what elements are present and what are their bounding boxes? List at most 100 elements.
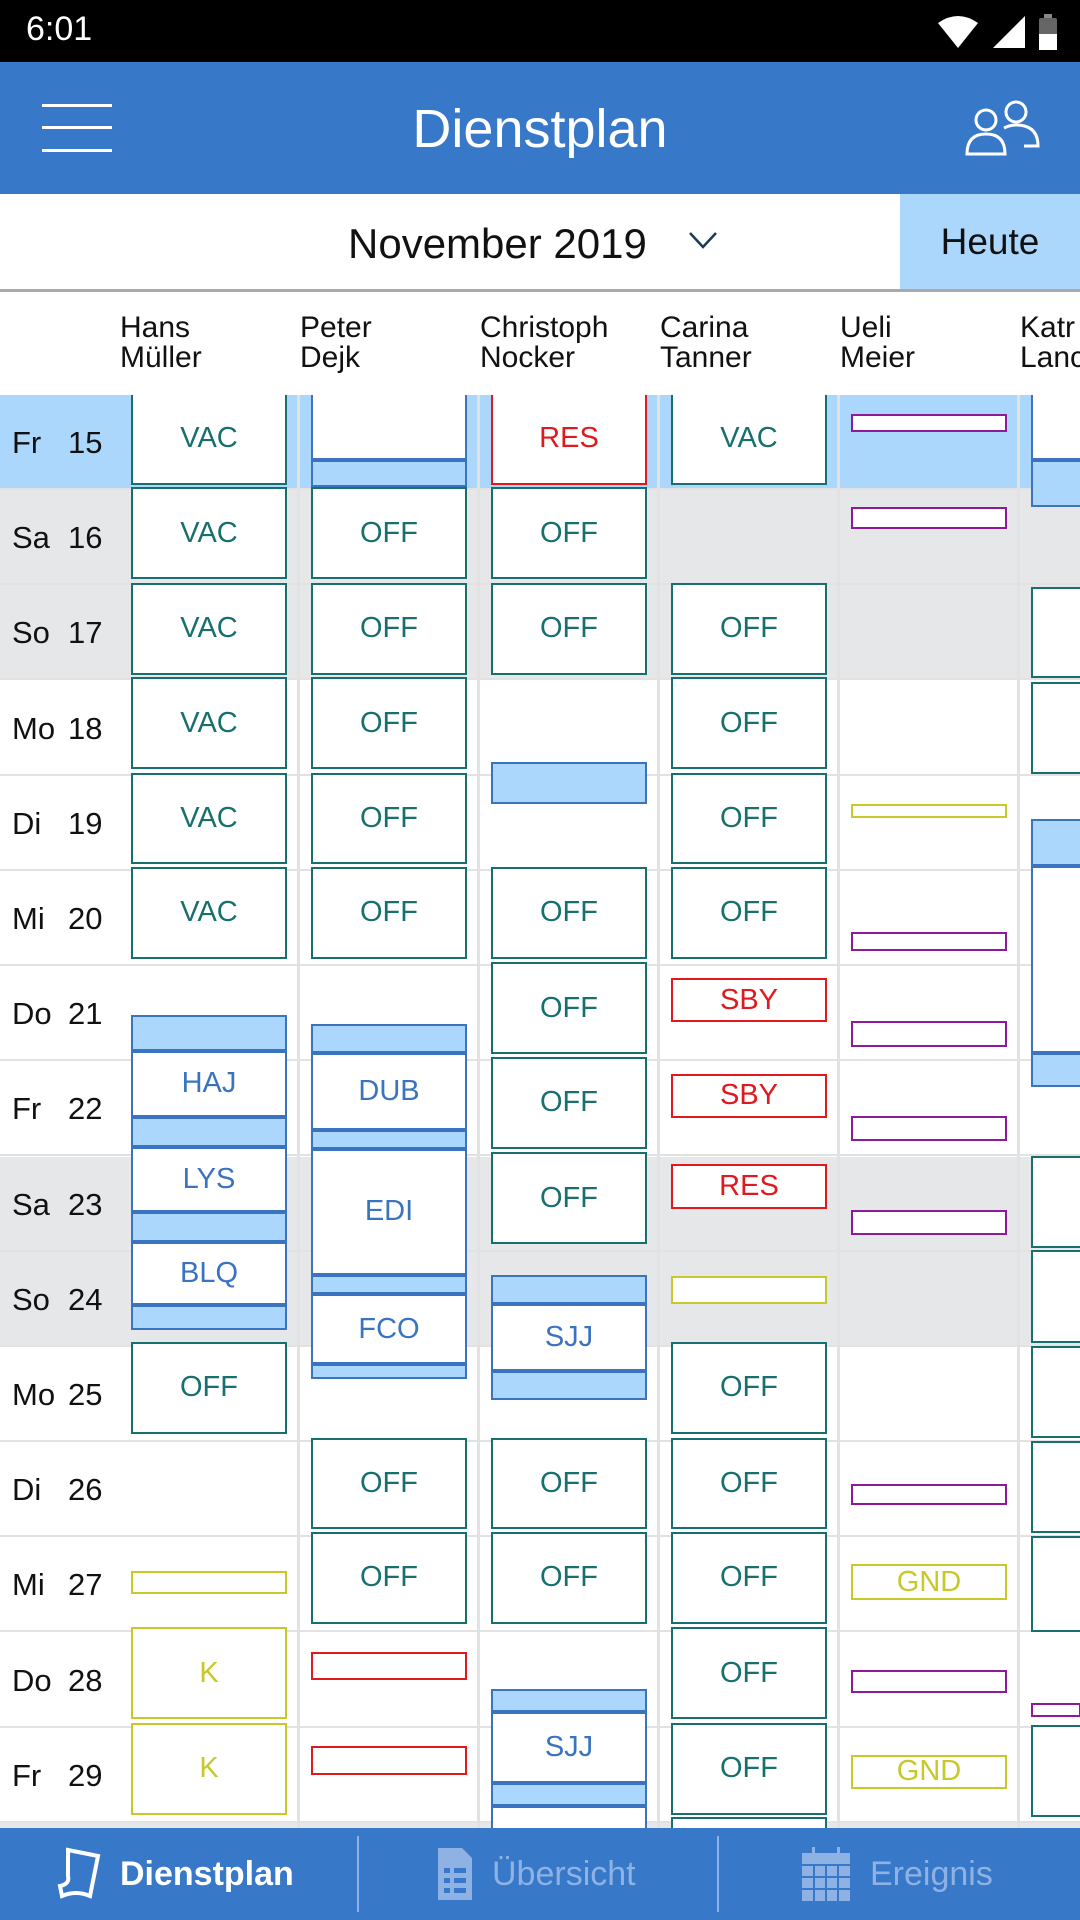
shift-sby[interactable]: SBY [671,1073,827,1118]
shift-vac[interactable]: VAC [131,677,287,769]
shift-marker[interactable] [311,1746,467,1776]
transit-bar[interactable] [131,1212,287,1242]
shift-off[interactable]: OFF [491,1531,647,1624]
transit-bar[interactable] [131,1015,287,1051]
shift-off[interactable]: OFF [671,1437,827,1530]
shift-marker[interactable] [1031,1535,1080,1633]
tab-uebersicht[interactable]: Übersicht [434,1828,636,1920]
shift-off[interactable]: OFF [311,677,467,769]
shift-off[interactable]: OFF [671,582,827,675]
shift-off[interactable]: OFF [491,582,647,675]
shift-off[interactable]: OFF [311,582,467,675]
shift-vac[interactable]: VAC [131,866,287,959]
transit-bar[interactable] [311,1130,467,1149]
shift-marker[interactable] [851,1670,1007,1694]
shift-marker[interactable] [851,1484,1007,1505]
shift-k[interactable]: K [131,1627,287,1720]
shift-marker[interactable] [1031,1725,1080,1818]
shift-off[interactable]: OFF [491,1056,647,1149]
shift-marker[interactable] [851,1115,1007,1142]
shift-off[interactable]: OFF [671,1722,827,1815]
transit-bar[interactable] [1031,819,1080,866]
shift-marker[interactable] [1031,395,1080,461]
shift-sby[interactable]: SBY [671,978,827,1023]
shift-marker[interactable] [1031,1703,1080,1717]
shift-off[interactable]: OFF [491,962,647,1055]
shift-off[interactable]: OFF [491,1437,647,1530]
shift-res[interactable]: RES [491,395,647,485]
shift-fco[interactable]: FCO [311,1294,467,1365]
shift-off[interactable]: OFF [311,772,467,865]
shift-marker[interactable] [1031,1155,1080,1248]
transit-bar[interactable] [131,1305,287,1330]
shift-off[interactable]: OFF [671,677,827,769]
shift-marker[interactable] [1031,1250,1080,1344]
tab-ereignis[interactable]: Ereignis [800,1828,993,1920]
shift-off[interactable]: OFF [311,487,467,580]
transit-bar[interactable] [311,1364,467,1379]
shift-gnd[interactable]: GND [851,1754,1007,1789]
shift-off[interactable]: OFF [671,1627,827,1720]
shift-vac[interactable]: VAC [131,395,287,485]
shift-off[interactable]: OFF [131,1342,287,1434]
shift-dub[interactable]: DUB [311,1053,467,1131]
transit-bar[interactable] [131,1116,287,1148]
shift-marker[interactable] [1031,865,1080,1054]
shift-gnd[interactable]: GND [851,1563,1007,1601]
shift-marker[interactable] [491,1806,647,1828]
transit-bar[interactable] [491,1274,647,1305]
transit-bar[interactable] [1031,460,1080,507]
today-button[interactable]: Heute [900,194,1080,289]
shift-blq[interactable]: BLQ [131,1241,287,1306]
shift-marker[interactable] [1031,682,1080,774]
shift-marker[interactable] [851,506,1007,529]
shift-vac[interactable]: VAC [671,395,827,485]
shift-marker[interactable] [1031,1441,1080,1534]
transit-bar[interactable] [491,761,647,805]
shift-marker[interactable] [851,413,1007,433]
shift-off[interactable]: OFF [311,1531,467,1624]
shift-marker[interactable] [851,804,1007,818]
shift-off[interactable]: OFF [671,1342,827,1434]
tab-dienstplan[interactable]: Dienstplan [56,1828,294,1920]
people-icon[interactable] [964,98,1044,158]
shift-marker[interactable] [1031,586,1080,679]
shift-off[interactable]: OFF [311,866,467,959]
menu-button[interactable] [42,104,112,152]
shift-marker[interactable] [671,1275,827,1305]
transit-bar[interactable] [311,1274,467,1295]
shift-edi[interactable]: EDI [311,1148,467,1275]
transit-bar[interactable] [311,1023,467,1054]
shift-off[interactable]: OFF [671,772,827,865]
shift-marker[interactable] [1031,1345,1080,1438]
chevron-down-icon[interactable] [688,230,718,250]
shift-vac[interactable]: VAC [131,582,287,675]
shift-off[interactable]: OFF [491,487,647,580]
shift-vac[interactable]: VAC [131,487,287,580]
shift-marker[interactable] [851,931,1007,952]
shift-off[interactable]: OFF [671,866,827,959]
shift-res[interactable]: RES [671,1164,827,1209]
shift-marker[interactable] [311,395,467,461]
shift-sjj[interactable]: SJJ [491,1711,647,1783]
shift-off[interactable]: OFF [671,1531,827,1624]
shift-haj[interactable]: HAJ [131,1050,287,1117]
transit-bar[interactable] [491,1371,647,1400]
shift-k[interactable]: K [131,1722,287,1815]
shift-off[interactable]: OFF [491,1152,647,1245]
month-selector[interactable]: November 2019 [348,220,647,267]
shift-sjj[interactable]: SJJ [491,1304,647,1372]
shift-lys[interactable]: LYS [131,1147,287,1213]
shift-off[interactable]: OFF [491,866,647,959]
transit-bar[interactable] [491,1688,647,1712]
shift-marker[interactable] [671,1817,827,1828]
shift-marker[interactable] [311,1651,467,1680]
transit-bar[interactable] [311,460,467,488]
shift-vac[interactable]: VAC [131,772,287,865]
shift-marker[interactable] [851,1021,1007,1047]
